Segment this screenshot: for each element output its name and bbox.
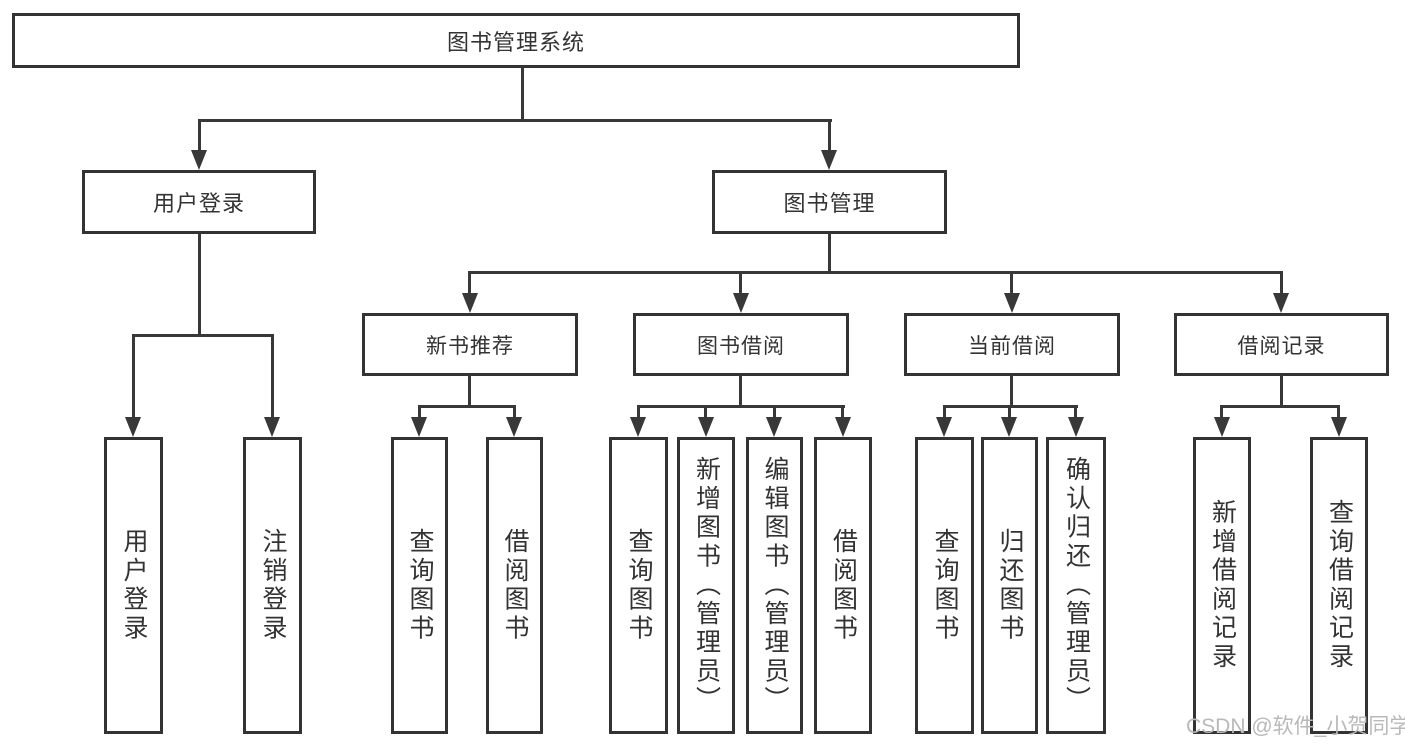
- leaf-edit-books-admin-label: 编辑图书（管理员）: [761, 456, 789, 715]
- connector-arrow-icon: [733, 293, 749, 313]
- connector-arrow-icon: [821, 150, 837, 170]
- leaf-query-borrow-record-label: 查询借阅记录: [1325, 499, 1354, 672]
- connector-arrow-icon: [766, 417, 782, 437]
- connector-arrow-icon: [1214, 417, 1230, 437]
- connector-line: [1010, 375, 1013, 408]
- leaf-query-books-2-label: 查询图书: [625, 528, 653, 643]
- connector-arrow-icon: [936, 417, 952, 437]
- leaf-user-login: 用户登录: [104, 437, 163, 734]
- leaf-confirm-return-admin-label: 确认归还（管理员）: [1062, 456, 1091, 715]
- connector-line: [739, 271, 742, 296]
- connector-line: [1008, 405, 1011, 421]
- leaf-query-books-3: 查询图书: [915, 437, 974, 734]
- leaf-query-books-1: 查询图书: [391, 437, 448, 734]
- connector-line: [198, 119, 201, 155]
- connector-line: [841, 405, 844, 421]
- leaf-query-borrow-record: 查询借阅记录: [1310, 437, 1368, 734]
- connector-line: [637, 405, 845, 408]
- leaf-logout-label: 注销登录: [259, 528, 287, 643]
- leaf-edit-books-admin: 编辑图书（管理员）: [746, 437, 803, 734]
- connector-line: [1280, 271, 1283, 296]
- connector-line: [513, 405, 516, 421]
- connector-arrow-icon: [125, 417, 141, 437]
- connector-line: [132, 334, 274, 337]
- connector-line: [1010, 271, 1013, 296]
- leaf-query-books-3-label: 查询图书: [931, 528, 959, 643]
- leaf-add-borrow-record: 新增借阅记录: [1193, 437, 1251, 734]
- leaf-user-login-label: 用户登录: [120, 528, 148, 643]
- connector-arrow-icon: [506, 417, 522, 437]
- connector-line: [468, 271, 1283, 274]
- leaf-query-books-1-label: 查询图书: [406, 528, 434, 643]
- leaf-logout: 注销登录: [243, 437, 302, 734]
- node-book-management-label: 图书管理: [783, 191, 876, 216]
- connector-line: [1074, 405, 1077, 421]
- leaf-borrow-books-1-label: 借阅图书: [501, 528, 529, 643]
- node-new-book-recommend-label: 新书推荐: [426, 334, 514, 358]
- watermark: CSDN @软件_小贺同学: [1186, 715, 1405, 738]
- node-new-book-recommend: 新书推荐: [362, 313, 578, 376]
- connector-arrow-icon: [411, 417, 427, 437]
- connector-arrow-icon: [630, 417, 646, 437]
- node-library-system-label: 图书管理系统: [446, 29, 585, 55]
- node-book-management: 图书管理: [712, 170, 947, 234]
- connector-line: [468, 271, 471, 296]
- connector-arrow-icon: [1273, 293, 1289, 313]
- node-book-borrowing-label: 图书借阅: [697, 334, 785, 358]
- leaf-add-books-admin-label: 新增图书（管理员）: [692, 456, 721, 715]
- connector-line: [704, 405, 707, 421]
- connector-line: [943, 405, 946, 421]
- leaf-query-books-2: 查询图书: [609, 437, 668, 734]
- node-current-borrowing: 当前借阅: [904, 313, 1120, 376]
- node-borrow-records: 借阅记录: [1174, 313, 1389, 376]
- connector-line: [739, 375, 742, 408]
- connector-line: [1337, 405, 1340, 421]
- node-book-borrowing: 图书借阅: [633, 313, 849, 376]
- node-user-login-label: 用户登录: [152, 191, 245, 216]
- connector-arrow-icon: [191, 150, 207, 170]
- connector-line: [773, 405, 776, 421]
- connector-line: [521, 68, 524, 122]
- connector-line: [271, 334, 274, 422]
- connector-arrow-icon: [1001, 417, 1017, 437]
- connector-arrow-icon: [835, 417, 851, 437]
- connector-line: [828, 119, 831, 155]
- node-current-borrowing-label: 当前借阅: [968, 334, 1056, 358]
- connector-line: [132, 334, 135, 422]
- node-library-system: 图书管理系统: [12, 13, 1020, 68]
- leaf-borrow-books-2: 借阅图书: [814, 437, 872, 734]
- connector-line: [1280, 375, 1283, 408]
- leaf-return-books-label: 归还图书: [996, 528, 1024, 643]
- connector-line: [418, 405, 516, 408]
- connector-arrow-icon: [698, 417, 714, 437]
- connector-arrow-icon: [462, 293, 478, 313]
- node-user-login: 用户登录: [82, 170, 316, 234]
- leaf-confirm-return-admin: 确认归还（管理员）: [1046, 437, 1106, 734]
- leaf-add-borrow-record-label: 新增借阅记录: [1208, 499, 1237, 672]
- connector-arrow-icon: [1004, 293, 1020, 313]
- connector-line: [1220, 405, 1340, 408]
- node-borrow-records-label: 借阅记录: [1237, 334, 1326, 358]
- connector-arrow-icon: [264, 417, 280, 437]
- leaf-borrow-books-2-label: 借阅图书: [829, 528, 858, 643]
- leaf-return-books: 归还图书: [981, 437, 1038, 734]
- connector-line: [198, 119, 832, 122]
- connector-line: [828, 233, 831, 274]
- connector-arrow-icon: [1331, 417, 1347, 437]
- connector-line: [418, 405, 421, 421]
- connector-line: [637, 405, 640, 421]
- connector-line: [198, 234, 201, 337]
- leaf-borrow-books-1: 借阅图书: [486, 437, 543, 734]
- connector-line: [1220, 405, 1223, 421]
- connector-arrow-icon: [1068, 417, 1084, 437]
- connector-line: [468, 375, 471, 408]
- leaf-add-books-admin: 新增图书（管理员）: [677, 437, 735, 734]
